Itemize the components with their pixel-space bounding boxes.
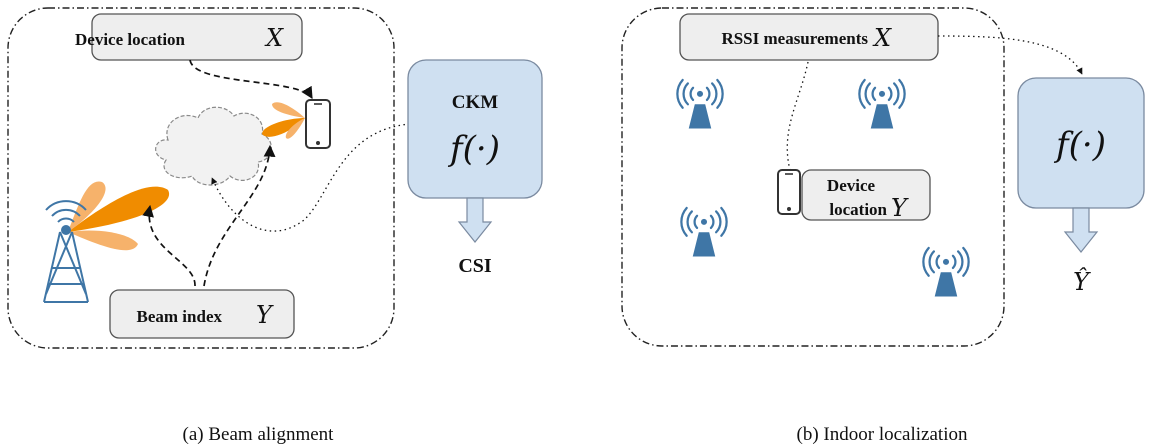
device-location-box [91,13,303,61]
phone-icon [777,169,801,215]
device-location-line1: Device [827,176,876,195]
arrow-beam-to-lobe [142,204,196,287]
ckm-output-arrow [457,197,493,243]
cloud-icon [155,106,272,186]
ckm-title: CKM [452,92,499,113]
model-output-arrow [1063,207,1099,253]
arrow-beam-to-device-beam [203,144,276,287]
scene-region-b [621,7,1005,347]
csi-label: CSI [458,255,492,277]
ckm-function: f(·) [447,129,500,169]
scene-region-a [7,7,395,349]
beam-side-lobe-upper [68,181,106,232]
device-location-var-b: Y [891,194,909,222]
rssi-var: X [872,24,892,52]
rssi-box [679,13,939,61]
y-hat-label: Ŷ [1073,267,1091,296]
arrow-location-to-phone [189,59,313,100]
wifi-access-point-icon [680,206,728,258]
wifi-access-point-icon [676,78,724,130]
beam-index-var: Y [256,301,274,329]
device-beam-side-2 [285,118,305,139]
dotted-link-ckm [211,123,411,232]
device-beam-main [262,118,305,137]
beam-side-lobe-lower [68,230,138,251]
dotted-link-device [786,61,809,171]
device-location-label: Device location [75,30,186,49]
phone-icon [305,99,331,149]
beam-main-lobe [68,186,170,232]
wifi-access-point-icon [858,78,906,130]
tower-icon [43,200,89,303]
panel-b: RSSI measurements X Device location Y f(… [621,7,1145,444]
beam-index-label: Beam index [137,307,223,326]
caption-b: (b) Indoor localization [797,424,968,444]
rssi-label: RSSI measurements [721,29,868,48]
model-function-b: f(·) [1053,125,1106,165]
wifi-access-point-icon [922,246,970,298]
beam-index-box [109,289,295,339]
device-beam-side [272,102,305,118]
device-location-line2: location [829,200,887,219]
device-location-box-b [801,169,931,221]
panel-a: Device location X Beam index Y CKM f(·) … [7,7,543,444]
device-location-var: X [264,24,284,52]
dotted-arrow-rssi-to-model [937,35,1083,75]
caption-a: (a) Beam alignment [183,424,335,444]
